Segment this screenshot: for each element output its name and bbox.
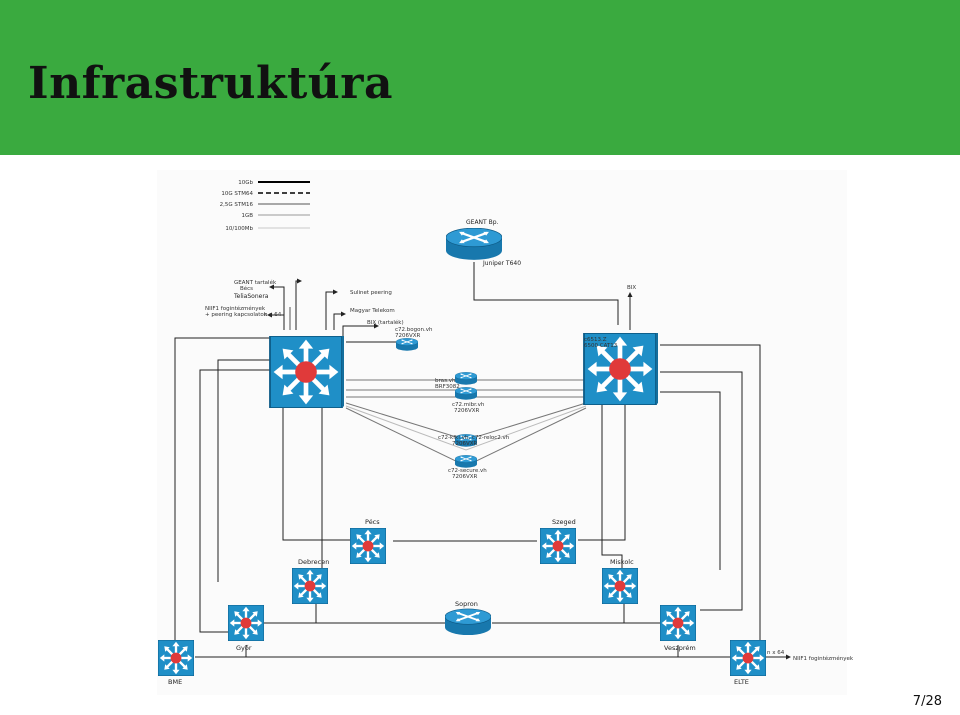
secure-label: c72-secure.vh [448,468,487,474]
geant-backup-label: GEANT tartalék [234,279,277,286]
bras-router-icon [455,372,477,385]
core-switch-left-icon [270,325,353,408]
legend-label-stm64: 10G STM64 [221,191,253,197]
szeged-switch-icon [540,528,576,564]
niif-label-2: + peering kapcsolatok [205,312,268,318]
elte-label: ELTE [734,678,749,686]
bme-label: BME [168,678,182,686]
slide-header [0,0,960,155]
core-switch-right-icon [584,322,667,405]
legend: 10Gb 10G STM64 2,5G STM16 1GB 10/100Mb [220,180,310,232]
miskolc-switch-icon [602,568,638,604]
nx64-label: n x 64 [264,312,282,318]
secure-router-icon [455,455,477,468]
debrecen-switch-icon [292,568,328,604]
bix-label: BIX [627,285,636,291]
teliasonera-label: TeliaSonera [233,293,269,300]
elte-niif-label: NIIF1 fogintézmények [793,655,854,662]
right-switch-label-2: 6500 CAT13 [584,343,618,349]
secure-label-2: 7206VXR [452,474,478,480]
magyar-telekom-label: Magyar Telekom [350,308,395,314]
sulinet-label: Sulinet peering [350,290,392,296]
niif-label: NIIF1 fogintézmények [205,305,266,312]
kfki-label: c72-kfki.vh, c72-reloc2.vh [438,435,510,441]
diagram-canvas [157,170,847,695]
veszprem-switch-icon [660,605,696,641]
geant-label: GEANT Bp. [466,219,499,226]
legend-label-stm16: 2,5G STM16 [220,202,254,208]
bme-switch-icon [158,640,194,676]
bras-label: bras.vh [435,378,456,384]
gyor-switch-icon [228,605,264,641]
kfki-label-2: 7206VXR [452,441,478,447]
bogon-router-icon [396,338,418,351]
miskolc-label: Miskolc [610,558,634,566]
legend-label-10gb: 10Gb [238,180,253,186]
legend-label-1gb: 1GB [241,213,253,219]
elte-switch-icon [730,640,766,676]
veszprem-label: Veszprém [664,644,696,652]
pecs-label: Pécs [365,518,380,526]
juniper-label: Juniper T640 [482,260,521,267]
elte-nx64-label: n x 64 [767,650,785,656]
debrecen-label: Debrecen [298,558,329,566]
bogon-label-2: 7206VXR [395,333,421,339]
geant-backup-label-2: Bécs [240,285,253,292]
legend-label-100mb: 10/100Mb [225,226,253,232]
geant-router-icon [446,228,502,260]
mibr-label-2: 7206VXR [454,408,480,414]
bix-backup-label: BIX (tartalék) [367,319,404,326]
bras-label-2: BRF3082 [435,384,460,390]
szeged-label: Szeged [552,518,576,526]
bogon-label: c72.bogon.vh [395,327,433,333]
mibr-label: c72.mibr.vh [452,402,485,408]
sopron-label: Sopron [455,600,478,608]
slide-title: Infrastruktúra [28,58,393,109]
right-switch-label: c6513.Z [584,337,607,343]
pecs-switch-icon [350,528,386,564]
sopron-router-icon [445,608,491,636]
gyor-label: Győr [236,643,252,652]
page-number: 7/28 [912,694,942,709]
